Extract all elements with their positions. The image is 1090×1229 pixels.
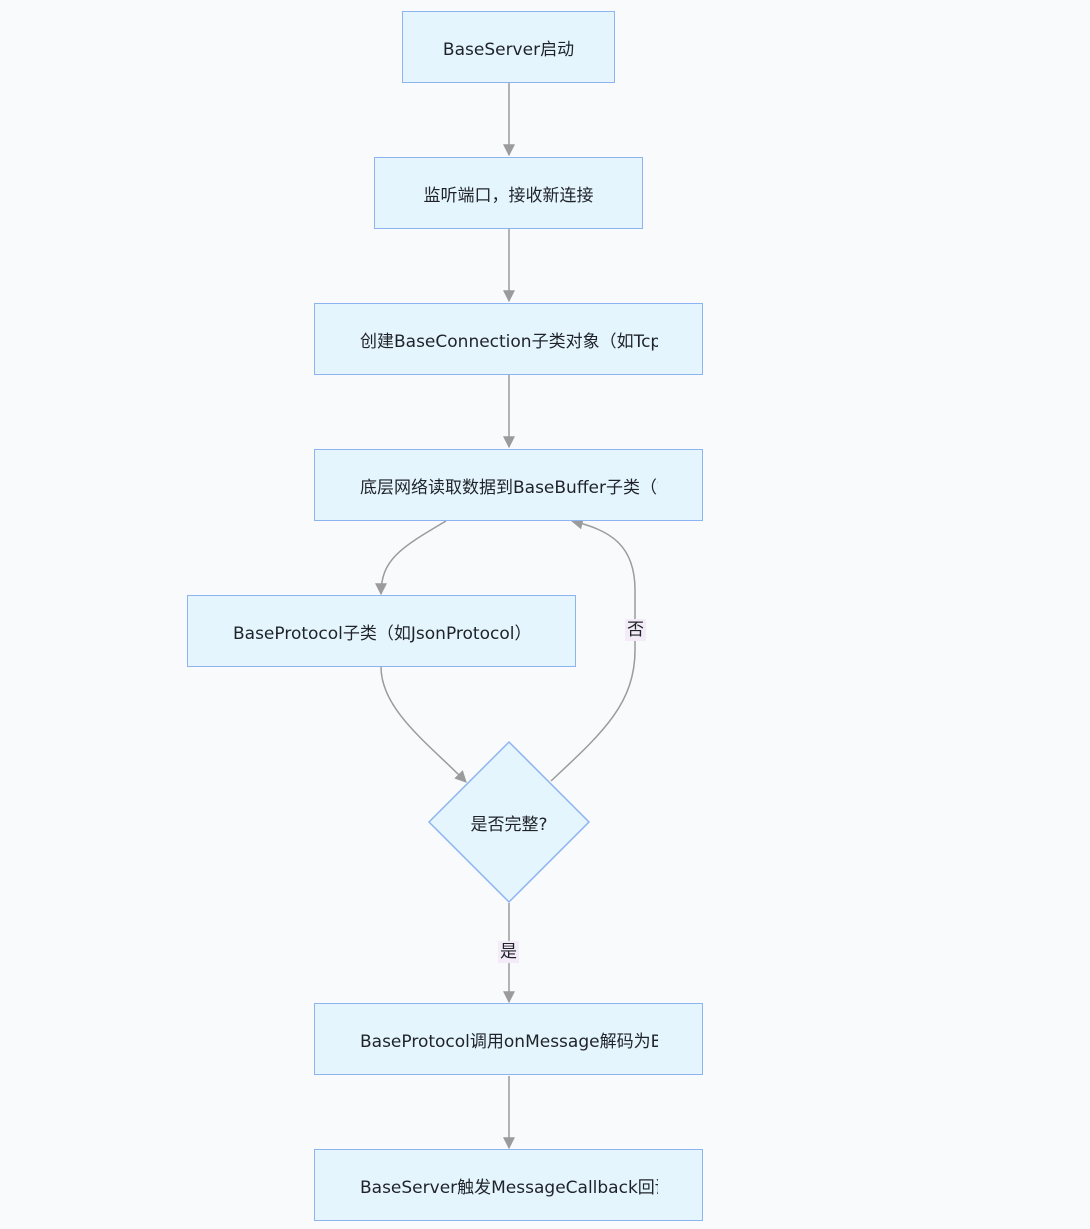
decision-diamond[interactable] [427,740,591,904]
node-listen-port-label: 监听端口，接收新连接 [423,185,594,206]
node-server-start[interactable]: BaseServer启动 [402,11,615,83]
node-read-buffer-label: 底层网络读取数据到BaseBuffer子类（如TcpBuffer） [360,477,658,498]
edge-decision-to-read-no [550,517,636,782]
node-server-start-label: BaseServer启动 [442,39,575,60]
edge-label-yes: 是 [498,941,519,963]
node-on-message-label: BaseProtocol调用onMessage解码为BaseMessage [360,1031,658,1052]
edge-read-to-protocol [375,520,447,596]
node-protocol-parse[interactable]: BaseProtocol子类（如JsonProtocol）进行解析 [187,595,576,667]
node-create-connection[interactable]: 创建BaseConnection子类对象（如TcpConnection） [314,303,703,375]
decision-label: 是否完整? [470,814,548,835]
node-protocol-parse-label: BaseProtocol子类（如JsonProtocol）进行解析 [233,623,531,644]
node-message-callback[interactable]: BaseServer触发MessageCallback回调， [314,1149,703,1221]
node-listen-port[interactable]: 监听端口，接收新连接 [374,157,643,229]
node-read-buffer[interactable]: 底层网络读取数据到BaseBuffer子类（如TcpBuffer） [314,449,703,521]
edge-label-no: 否 [625,619,646,641]
node-create-connection-label: 创建BaseConnection子类对象（如TcpConnection） [360,331,658,352]
node-on-message[interactable]: BaseProtocol调用onMessage解码为BaseMessage [314,1003,703,1075]
edge-protocol-to-decision [380,666,467,783]
node-message-callback-label: BaseServer触发MessageCallback回调， [360,1177,658,1198]
